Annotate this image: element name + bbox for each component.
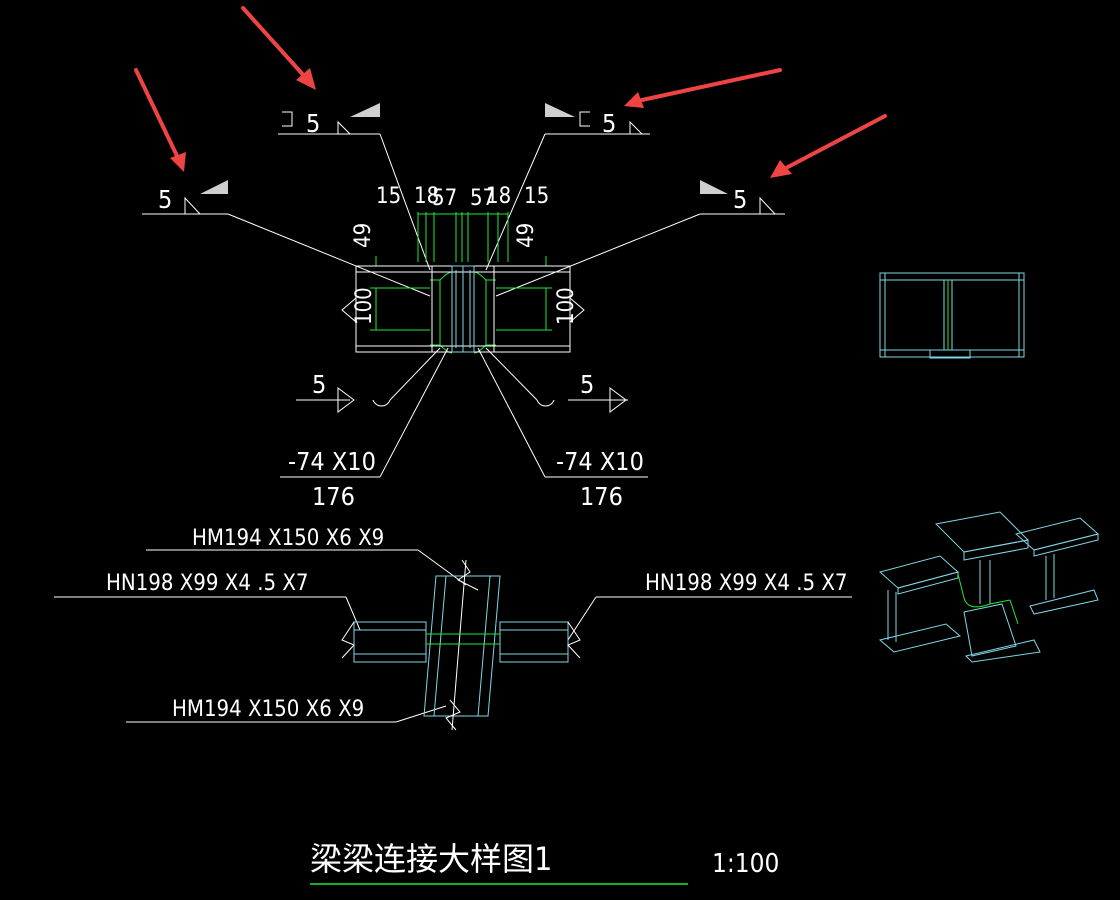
plate-length-label: 176 — [580, 482, 623, 511]
dim-text: 18 — [486, 184, 511, 209]
dim-text: 49 — [514, 223, 539, 248]
plate-size-label: -74 X10 — [288, 447, 376, 476]
top-dimensions: 15 18 57 57 18 15 49 49 100 100 — [351, 184, 579, 325]
weld-size-label: 5 — [312, 370, 326, 399]
weld-size-label: 5 — [733, 185, 747, 214]
weld-symbol-bottom-right: 5 — [485, 347, 628, 413]
member-label-left: HN198 X99 X4 .5 X7 — [106, 571, 309, 596]
callout-arrows — [134, 6, 887, 178]
plate-callout-right: -74 X10 176 — [477, 347, 648, 511]
plate-size-label: -74 X10 — [556, 447, 644, 476]
weld-symbol-left: 5 — [142, 180, 431, 297]
isometric-view — [878, 511, 1100, 663]
dim-text: 100 — [554, 287, 579, 325]
dim-text: 18 — [414, 184, 439, 209]
drawing-scale: 1:100 — [712, 849, 779, 879]
weld-size-label: 5 — [306, 109, 320, 138]
dim-text: 15 — [524, 184, 549, 209]
dim-text: 15 — [376, 184, 401, 209]
member-label-top: HM194 X150 X6 X9 — [192, 526, 384, 551]
dimension-lines — [370, 212, 552, 354]
beam-plan — [341, 265, 585, 353]
member-label-right: HN198 X99 X4 .5 X7 — [645, 571, 848, 596]
arrow-head-icon — [296, 68, 316, 90]
arrow-head-icon — [770, 160, 792, 178]
weld-symbol-upper-left: 5 — [278, 103, 431, 271]
flag-icon — [200, 180, 228, 194]
section-view — [879, 272, 1025, 359]
dim-text: 57 — [470, 186, 495, 211]
drawing-title: 梁梁连接大样图1 — [310, 840, 552, 878]
weld-size-label: 5 — [158, 185, 172, 214]
arrow-head-icon — [624, 92, 644, 108]
drawing-title-block: 梁梁连接大样图1 1:100 — [310, 840, 779, 885]
weld-symbol-upper-right: 5 — [485, 103, 650, 271]
weld-symbol-bottom-left: 5 — [296, 347, 441, 413]
arrow-head-icon — [170, 152, 186, 172]
plate-length-label: 176 — [312, 482, 355, 511]
weld-size-label: 5 — [580, 370, 594, 399]
flag-icon — [700, 180, 728, 194]
plate-callout-left: -74 X10 176 — [280, 347, 449, 511]
flag-icon — [545, 103, 575, 117]
dim-text: 57 — [432, 186, 457, 211]
member-label-bottom: HM194 X150 X6 X9 — [172, 697, 364, 722]
weld-size-label: 5 — [602, 109, 616, 138]
dim-text: 49 — [351, 223, 376, 248]
plan-view: 5 5 5 5 — [142, 103, 785, 511]
weld-symbol-right: 5 — [495, 180, 785, 297]
elevation-view: HM194 X150 X6 X9 HN198 X99 X4 .5 X7 HN19… — [54, 526, 852, 731]
flag-icon — [350, 103, 380, 117]
